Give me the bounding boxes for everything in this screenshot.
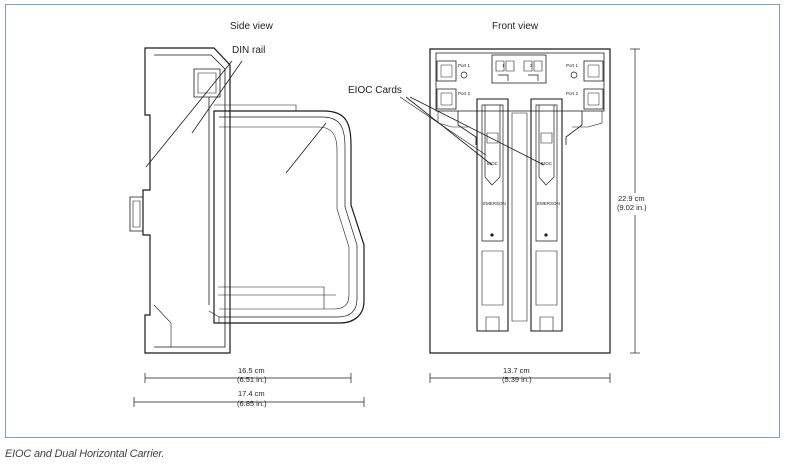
front-view-title: Front view bbox=[492, 21, 539, 32]
side-dimension-inner: 16.5 cm (6.51 in.) bbox=[144, 366, 352, 384]
side-outer-cm: 17.4 cm bbox=[238, 389, 265, 398]
port1-right-label: Port 1 bbox=[566, 63, 579, 68]
terminal-2-label: 2 bbox=[530, 63, 533, 68]
front-width-in: (5.39 in.) bbox=[502, 375, 532, 384]
card-b-brand: EMERSON bbox=[537, 201, 560, 206]
side-inner-cm: 16.5 cm bbox=[238, 366, 265, 375]
front-height-dimension: 22.9 cm (9.02 in.) bbox=[616, 48, 656, 354]
front-height-cm: 22.9 cm bbox=[618, 194, 645, 203]
card-a-label: EIOC bbox=[487, 161, 499, 166]
eioc-leader-c bbox=[399, 96, 487, 156]
card-b-label: EIOC bbox=[541, 161, 553, 166]
module-leader bbox=[285, 122, 327, 174]
eioc-cards-label: EIOC Cards bbox=[348, 85, 402, 96]
eioc-leader-a bbox=[405, 96, 493, 166]
front-width-cm: 13.7 cm bbox=[503, 366, 530, 375]
card-a-brand: EMERSON bbox=[483, 201, 506, 206]
port2-right-label: Port 2 bbox=[566, 91, 579, 96]
carrier-drawing: Side view DIN rail 16.5 cm (6.51 in.) bbox=[129, 21, 656, 408]
front-view-drawing bbox=[429, 48, 611, 354]
side-dimension-outer: 17.4 cm (6.85 in.) bbox=[133, 389, 365, 408]
din-rail-leader-a bbox=[145, 60, 233, 168]
terminal-1-label: 1 bbox=[502, 63, 505, 68]
port1-left-label: Port 1 bbox=[458, 63, 471, 68]
front-height-in: (9.02 in.) bbox=[617, 203, 647, 212]
din-rail-label: DIN rail bbox=[232, 45, 265, 56]
side-inner-in: (6.51 in.) bbox=[237, 375, 267, 384]
side-view-title: Side view bbox=[230, 21, 274, 32]
side-view-drawing bbox=[129, 47, 365, 354]
port2-left-label: Port 2 bbox=[458, 91, 471, 96]
din-rail-leader-b bbox=[191, 60, 243, 134]
diagram-frame: Side view DIN rail 16.5 cm (6.51 in.) bbox=[5, 4, 780, 438]
figure-caption: EIOC and Dual Horizontal Carrier. bbox=[5, 448, 165, 460]
side-outer-in: (6.85 in.) bbox=[237, 399, 267, 408]
eioc-leader-b bbox=[409, 96, 545, 166]
front-width-dimension: 13.7 cm (5.39 in.) bbox=[429, 366, 611, 384]
